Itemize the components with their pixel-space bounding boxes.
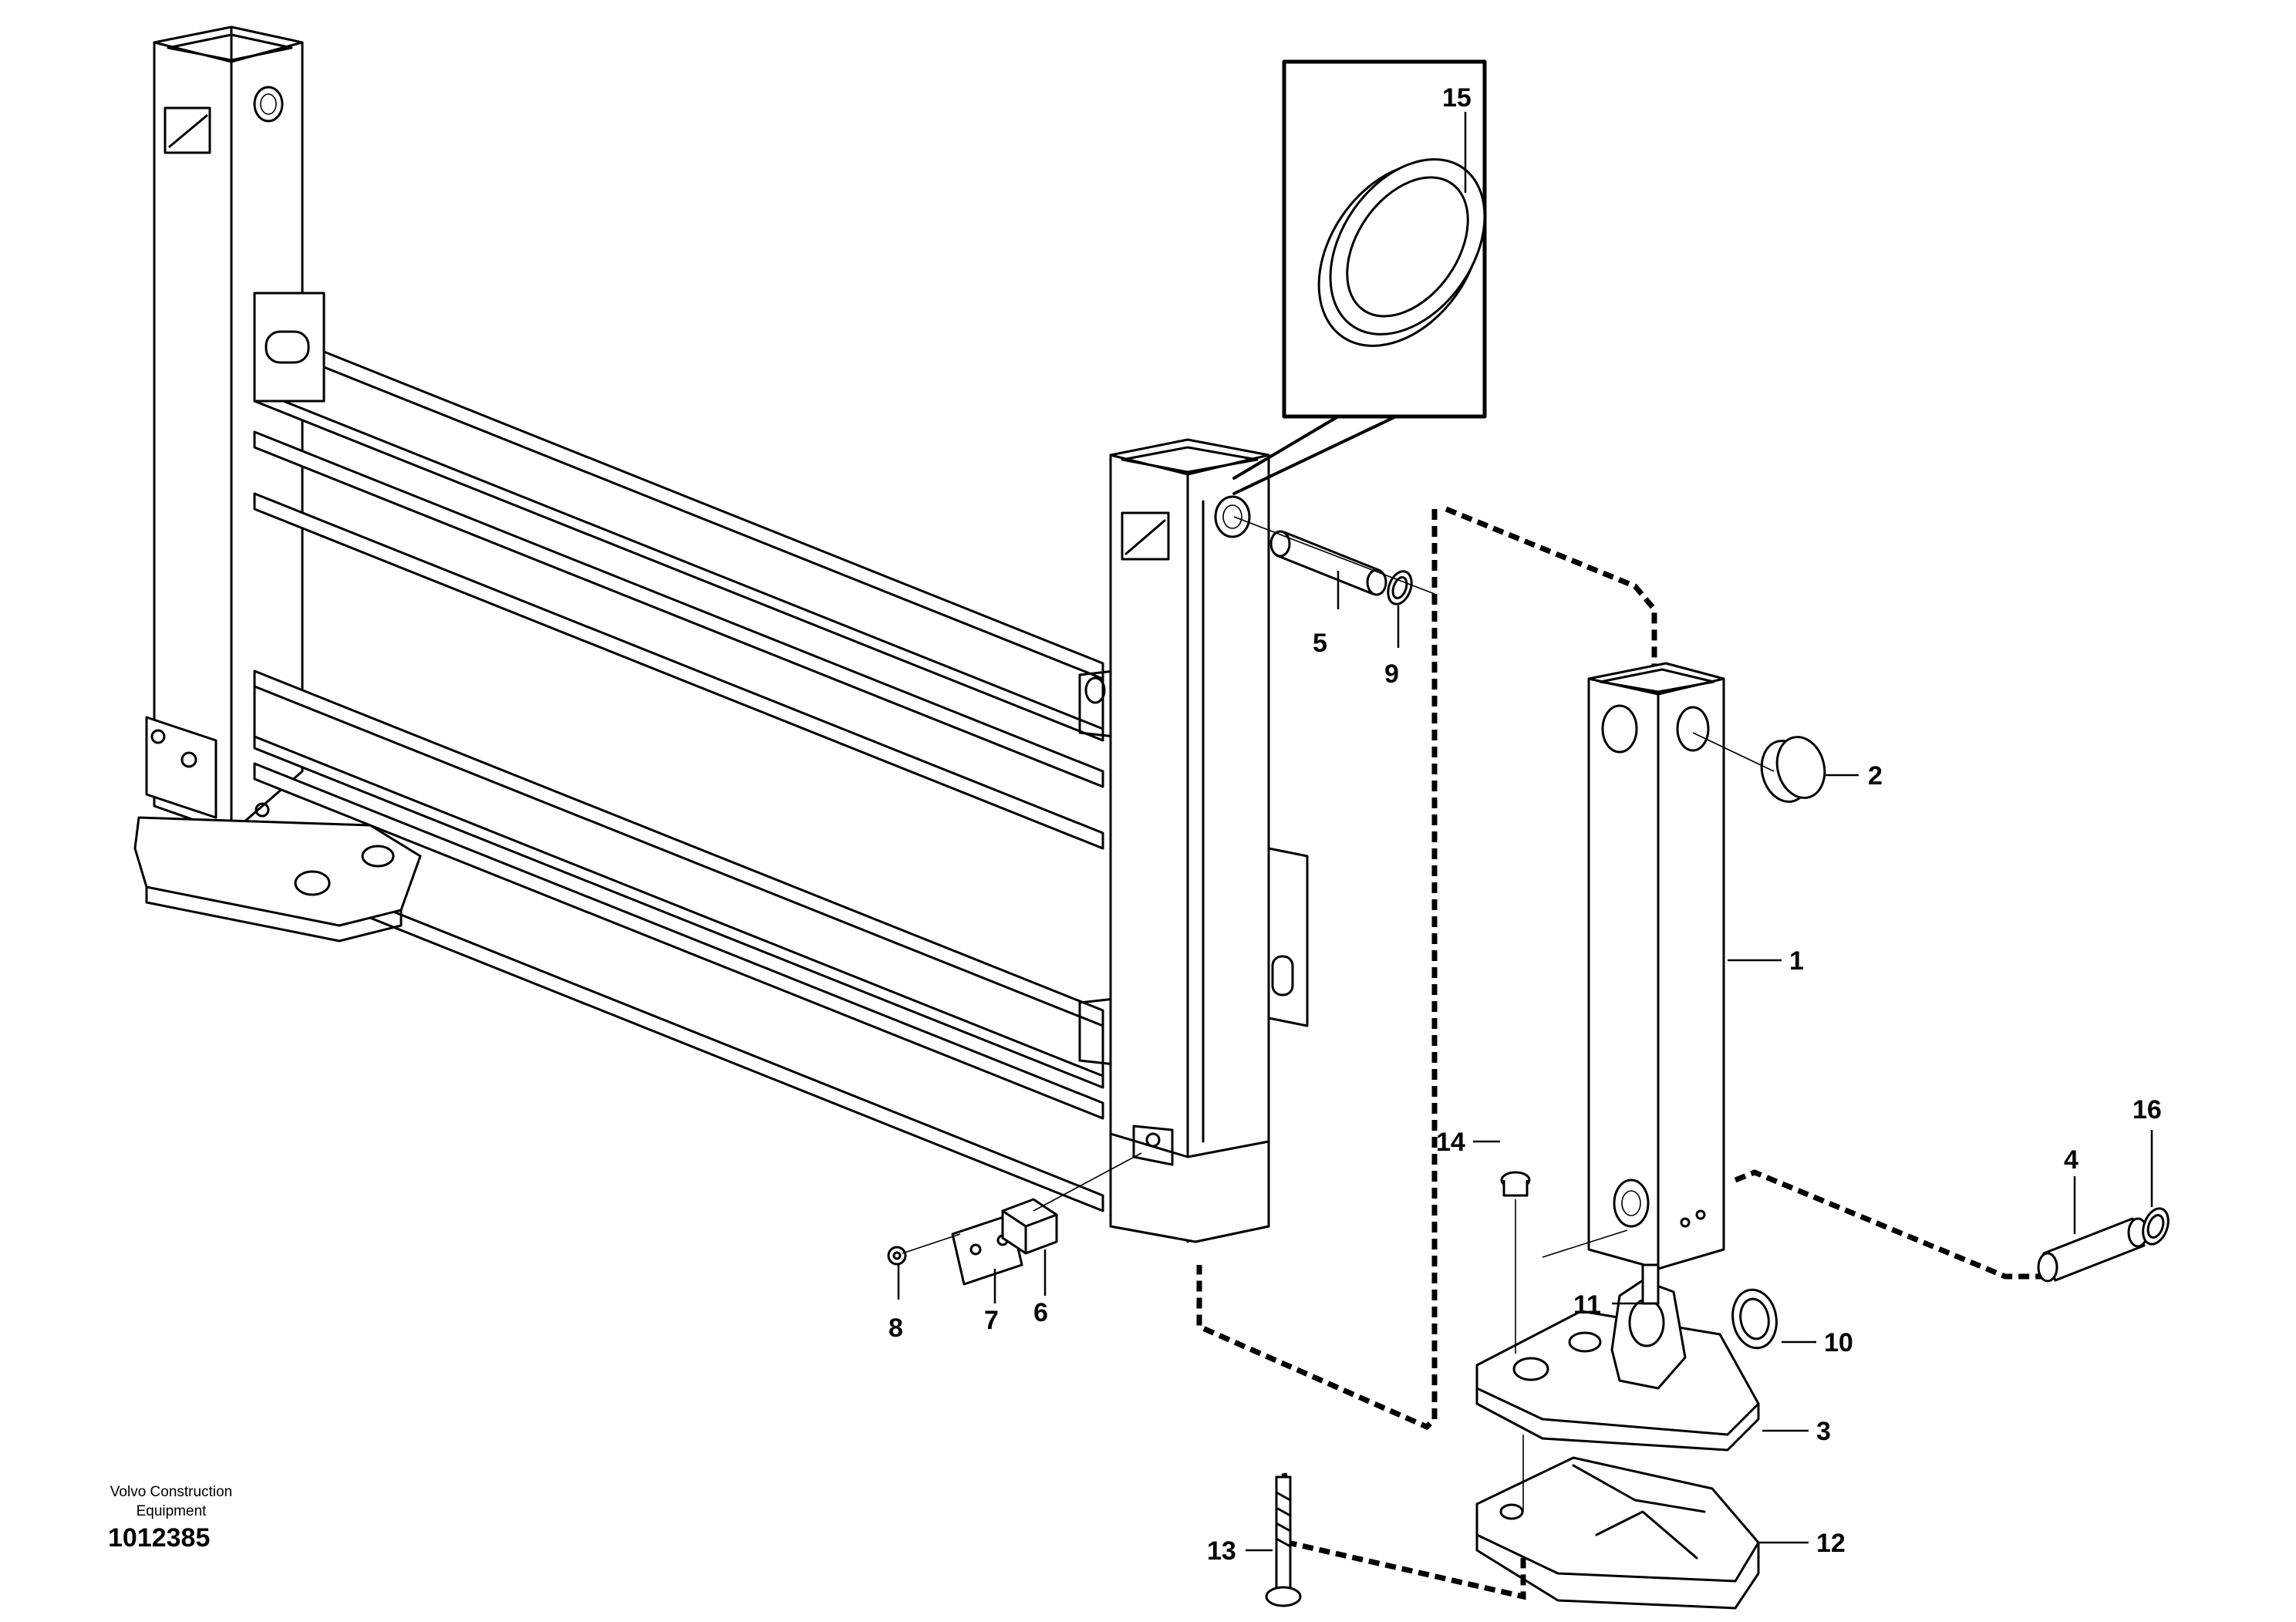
label-part-16: 16: [2132, 1095, 2162, 1125]
label-part-6: 6: [1033, 1298, 1048, 1327]
rubber-pad-12-drawing: [1475, 1456, 1760, 1610]
label-part-12: 12: [1816, 1529, 1846, 1558]
label-part-2: 2: [1868, 761, 1883, 791]
label-part-11: 11: [1573, 1290, 1601, 1320]
foot-pad-3-drawing: [1475, 1263, 1760, 1452]
label-part-8: 8: [888, 1313, 903, 1343]
label-part-5: 5: [1313, 629, 1327, 658]
label-part-10: 10: [1824, 1328, 1853, 1357]
nut-8-drawing: [887, 1246, 907, 1266]
company-name-line1: Volvo Construction: [110, 1484, 232, 1500]
bolt-13-drawing: [1265, 1475, 1302, 1607]
label-part-14: 14: [1436, 1128, 1465, 1157]
label-part-4: 4: [2064, 1145, 2079, 1175]
footer: Volvo Construction Equipment 1012385: [108, 1484, 232, 1553]
main-frame-drawing: [133, 25, 1309, 1243]
cap-2-drawing: [1760, 736, 1826, 803]
label-part-15: 15: [1442, 83, 1472, 113]
label-part-3: 3: [1816, 1417, 1831, 1446]
label-part-7: 7: [984, 1306, 999, 1335]
snap-ring-9-drawing: [1387, 570, 1413, 605]
drawing-number: 1012385: [108, 1523, 210, 1553]
nut-14-drawing: [1500, 1171, 1531, 1197]
company-name-line2: Equipment: [137, 1503, 207, 1519]
label-part-13: 13: [1207, 1536, 1236, 1566]
detail-callout-box: [1232, 59, 1487, 495]
washer-10-drawing: [1731, 1288, 1778, 1350]
pin-5-drawing: [1269, 530, 1387, 596]
snap-ring-16-drawing: [2142, 1207, 2170, 1246]
part-labels: 15 5 9 2 1 4 16 14 11 10 3 12 13 6 7 8: [888, 83, 2162, 1566]
pin-4-drawing: [2037, 1217, 2149, 1283]
label-part-9: 9: [1384, 659, 1399, 689]
block-6-drawing: [1001, 1198, 1058, 1255]
outrigger-leg-1-drawing: [1587, 662, 1725, 1270]
seal-ring-drawing: [1317, 158, 1486, 347]
label-part-1: 1: [1789, 946, 1804, 976]
leader-lines: [897, 112, 2153, 1552]
